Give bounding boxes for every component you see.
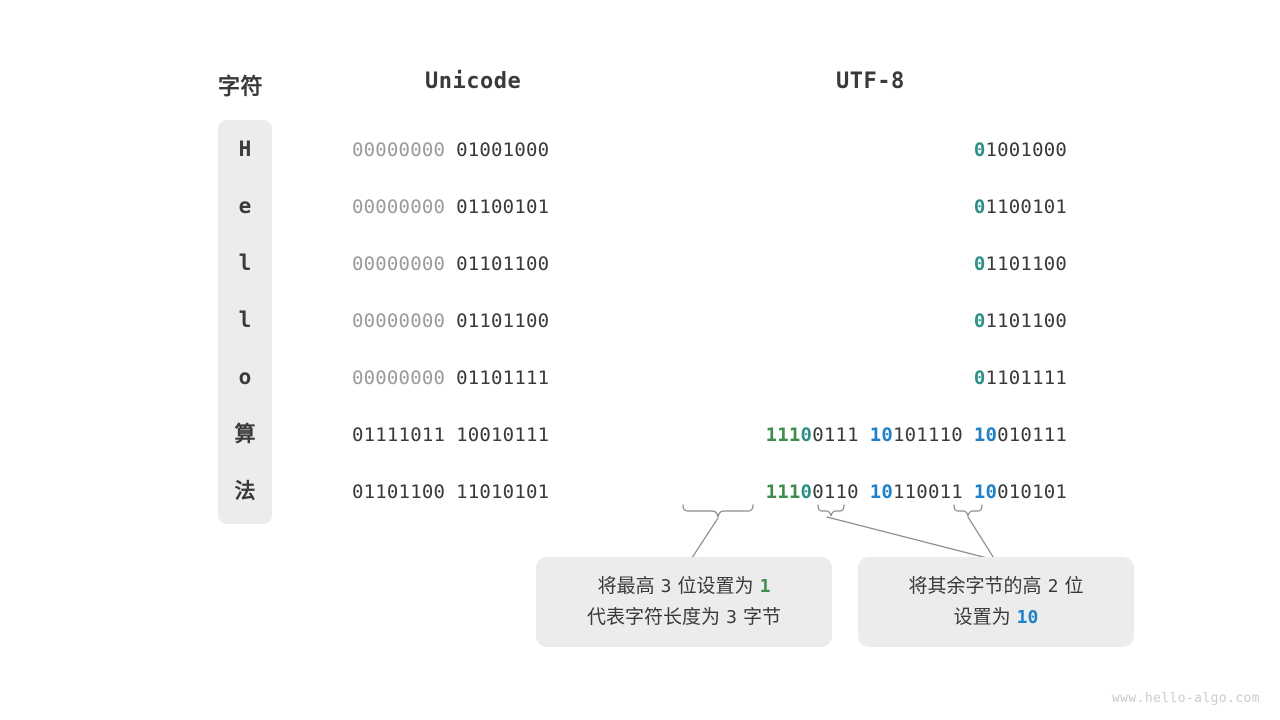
binary-segment: 01001000 bbox=[456, 139, 550, 161]
callout-highlight-green: 1 bbox=[759, 576, 771, 597]
column-header-unicode: Unicode bbox=[425, 69, 522, 94]
character-cell: l bbox=[238, 251, 252, 275]
callout-length-line2: 代表字符长度为 3 字节 bbox=[587, 602, 781, 633]
character-cell: e bbox=[238, 194, 252, 218]
binary-segment: 11010101 bbox=[456, 481, 550, 503]
callout-number: 3 bbox=[660, 576, 672, 597]
callout-text: 设置为 bbox=[953, 606, 1017, 628]
binary-segment: 01101100 bbox=[456, 310, 550, 332]
binary-segment: 0110 bbox=[812, 481, 859, 503]
callout-text: 位 bbox=[1058, 575, 1084, 597]
brace-continuation-byte3 bbox=[953, 504, 983, 517]
binary-segment: 0 bbox=[973, 253, 986, 275]
binary-segment: 0111 bbox=[812, 424, 859, 446]
callout-text: 将最高 bbox=[597, 575, 661, 597]
callout-number: 2 bbox=[1047, 576, 1059, 597]
callout-continuation-line1: 将其余字节的高 2 位 bbox=[909, 571, 1084, 602]
binary-segment: 0 bbox=[800, 481, 813, 503]
binary-segment: 10 bbox=[973, 481, 998, 503]
utf8-binary-row: 01101100 bbox=[974, 307, 1067, 335]
binary-segment: 1001000 bbox=[985, 139, 1067, 161]
binary-segment: 00000000 bbox=[352, 253, 446, 275]
binary-segment: 01111011 bbox=[352, 424, 446, 446]
watermark-url: www.hello-algo.com bbox=[1111, 691, 1260, 706]
binary-segment: 0 bbox=[973, 196, 986, 218]
binary-segment: 0 bbox=[973, 139, 986, 161]
callout-text: 字节 bbox=[736, 606, 781, 628]
binary-segment: 0 bbox=[973, 310, 986, 332]
character-cell: o bbox=[238, 365, 252, 389]
callout-text: 代表字符长度为 bbox=[587, 606, 727, 628]
unicode-binary-row: 00000000 01101100 bbox=[352, 307, 549, 335]
binary-segment: 00000000 bbox=[352, 367, 446, 389]
binary-segment: 00000000 bbox=[352, 196, 446, 218]
binary-segment: 0 bbox=[973, 367, 986, 389]
character-cell: l bbox=[238, 308, 252, 332]
brace-continuation-byte2 bbox=[817, 504, 845, 517]
binary-segment: 110011 bbox=[893, 481, 963, 503]
utf8-binary-row: 01100101 bbox=[974, 193, 1067, 221]
character-column-badge: H e l l o 算 法 bbox=[218, 120, 272, 524]
character-cell: 算 bbox=[234, 422, 256, 446]
binary-segment: 1101100 bbox=[985, 253, 1067, 275]
unicode-binary-row: 00000000 01100101 bbox=[352, 193, 549, 221]
callout-length-line1: 将最高 3 位设置为 1 bbox=[598, 571, 771, 602]
callout-continuation-bits: 将其余字节的高 2 位 设置为 10 bbox=[858, 557, 1134, 647]
column-header-utf8: UTF-8 bbox=[836, 69, 905, 94]
brace-length-prefix bbox=[682, 504, 754, 518]
leader-line-continuation-byte2 bbox=[826, 516, 996, 561]
unicode-binary-row: 01101100 11010101 bbox=[352, 478, 549, 506]
leader-line-continuation-byte3 bbox=[967, 516, 996, 561]
callout-continuation-line2: 设置为 10 bbox=[954, 602, 1039, 633]
character-cell: H bbox=[238, 137, 252, 161]
binary-segment: 111 bbox=[765, 481, 801, 503]
binary-segment: 101110 bbox=[893, 424, 963, 446]
binary-segment: 1100101 bbox=[985, 196, 1067, 218]
binary-segment: 01101100 bbox=[456, 253, 550, 275]
callout-text: 将其余字节的高 bbox=[908, 575, 1048, 597]
binary-segment: 1101111 bbox=[985, 367, 1067, 389]
binary-segment: 00000000 bbox=[352, 310, 446, 332]
binary-segment: 111 bbox=[765, 424, 801, 446]
binary-segment: 10 bbox=[869, 424, 894, 446]
column-header-character: 字符 bbox=[218, 75, 264, 100]
unicode-binary-row: 00000000 01001000 bbox=[352, 136, 549, 164]
binary-segment: 010111 bbox=[997, 424, 1067, 446]
binary-segment: 1101100 bbox=[985, 310, 1067, 332]
binary-segment: 0 bbox=[800, 424, 813, 446]
utf8-binary-row: 01001000 bbox=[974, 136, 1067, 164]
callout-text: 位设置为 bbox=[671, 575, 760, 597]
character-cell: 法 bbox=[234, 479, 256, 503]
binary-segment: 10 bbox=[869, 481, 894, 503]
callout-number: 3 bbox=[726, 607, 737, 628]
binary-segment: 01100101 bbox=[456, 196, 550, 218]
utf8-binary-row: 01101111 bbox=[974, 364, 1067, 392]
binary-segment: 01101100 bbox=[352, 481, 446, 503]
callout-length-prefix: 将最高 3 位设置为 1 代表字符长度为 3 字节 bbox=[536, 557, 832, 647]
unicode-binary-row: 00000000 01101100 bbox=[352, 250, 549, 278]
binary-segment: 01101111 bbox=[456, 367, 550, 389]
unicode-binary-row: 01111011 10010111 bbox=[352, 421, 549, 449]
binary-segment: 10010111 bbox=[456, 424, 550, 446]
binary-segment: 010101 bbox=[997, 481, 1067, 503]
utf8-binary-row: 01101100 bbox=[974, 250, 1067, 278]
binary-segment: 00000000 bbox=[352, 139, 446, 161]
binary-segment: 10 bbox=[973, 424, 998, 446]
callout-highlight-blue: 10 bbox=[1016, 607, 1039, 628]
unicode-binary-row: 00000000 01101111 bbox=[352, 364, 549, 392]
